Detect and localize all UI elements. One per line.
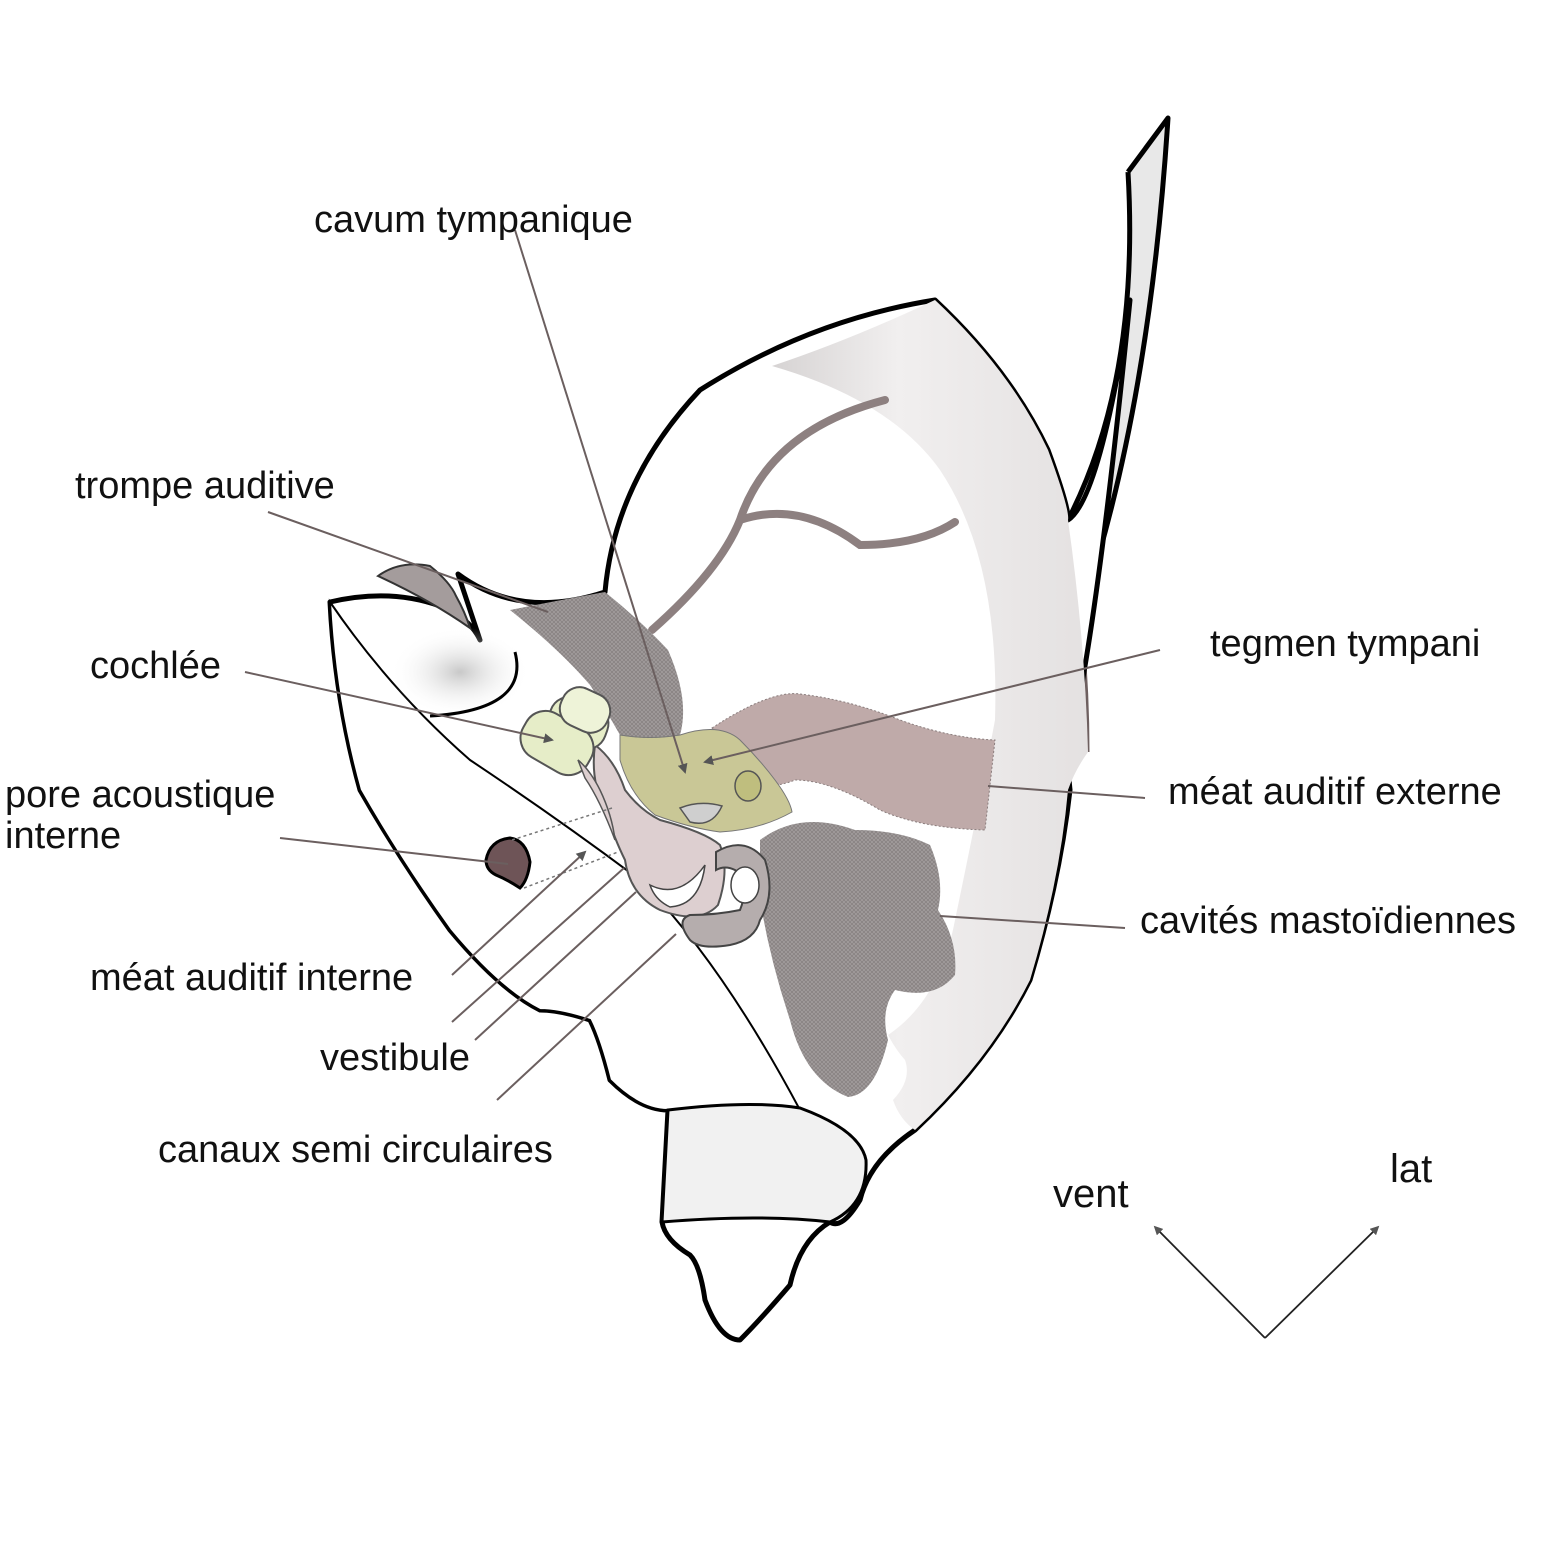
- label-pore-acoustique-1: pore acoustique: [5, 774, 275, 816]
- vestibule-crescent: [648, 864, 706, 908]
- label-meat-auditif-interne: méat auditif interne: [90, 957, 413, 999]
- label-cochlee: cochlée: [90, 645, 221, 687]
- label-meat-auditif-externe: méat auditif externe: [1168, 771, 1502, 813]
- label-cavites-mastoidiennes: cavités mastoïdiennes: [1140, 900, 1516, 942]
- mastoid-cavities-region: [760, 822, 956, 1097]
- leader-cavites: [939, 915, 1126, 929]
- cochlea-coil-3: [558, 686, 612, 734]
- tympanic-arc: [772, 300, 1088, 1130]
- leader-meat-interne: [451, 850, 587, 976]
- cochlea-stem: [577, 759, 616, 841]
- internal-meatus-dotted: [511, 807, 619, 889]
- label-pore-acoustique-2: interne: [5, 815, 121, 857]
- leader-vestibule-2: [474, 891, 637, 1041]
- ossicle-incus: [734, 770, 762, 802]
- ossicle-stapes: [678, 802, 724, 824]
- orientation-indicator: vent lat: [1053, 1147, 1432, 1339]
- leader-vestibule-1: [451, 867, 625, 1023]
- tympanic-cavity-olive: [619, 729, 793, 833]
- semicircular-canal-hole: [730, 866, 760, 904]
- orientation-lat-label: lat: [1390, 1147, 1432, 1191]
- leader-canaux: [496, 933, 677, 1101]
- label-canaux-semi-circulaires: canaux semi circulaires: [158, 1129, 553, 1171]
- leader-cochlee: [244, 671, 554, 744]
- leader-pore: [279, 837, 509, 865]
- leader-tegmen: [703, 649, 1161, 765]
- mastoid-process-block: [660, 1102, 868, 1224]
- orientation-lat-arrow: [1264, 1225, 1380, 1339]
- orientation-vent-arrow: [1153, 1225, 1266, 1339]
- label-vestibule: vestibule: [320, 1037, 470, 1079]
- leader-cavum: [514, 229, 688, 774]
- chorda-tympani-nerve: [648, 396, 959, 634]
- leader-meat-externe: [987, 785, 1146, 799]
- orientation-vent-label: vent: [1053, 1172, 1129, 1216]
- apex-shading: [390, 627, 530, 717]
- label-trompe-auditive: trompe auditive: [75, 465, 335, 507]
- label-tegmen-tympani: tegmen tympani: [1210, 623, 1480, 665]
- external-meatus-band: [711, 693, 996, 831]
- apex-curve: [429, 651, 519, 718]
- label-cavum-tympanique: cavum tympanique: [314, 199, 633, 241]
- leader-trompe: [267, 511, 549, 613]
- petrous-apex-face: [328, 598, 802, 1111]
